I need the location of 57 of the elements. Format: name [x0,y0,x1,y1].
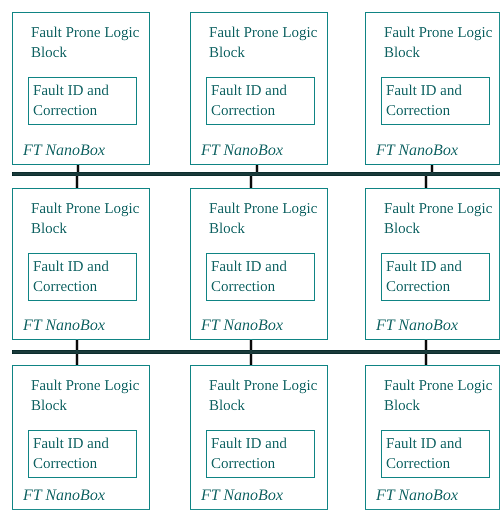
box-label: Fault ID and Correction [211,82,288,121]
process-box [206,253,315,301]
module-box [12,365,150,510]
process-box [28,253,137,301]
connector-line [424,176,428,188]
module-box [365,12,500,165]
process-box [381,253,490,301]
box-label: Fault ID and Correction [33,82,110,121]
box-label: Fault ID and Correction [386,258,463,297]
module-name: FT NanoBox [201,487,283,505]
block-heading: Fault Prone Logic Block [209,200,318,239]
module-name: FT NanoBox [23,142,105,160]
process-box [206,430,315,478]
module-name: FT NanoBox [201,142,283,160]
block-heading: Fault Prone Logic Block [384,200,494,239]
box-label: Fault ID and Correction [33,435,110,474]
connector-line [76,340,78,350]
module-box [12,188,150,340]
block-heading: Fault Prone Logic Block [384,24,494,63]
module-name: FT NanoBox [201,317,283,335]
connector-line [256,165,258,172]
process-box [381,430,490,478]
module-name: FT NanoBox [23,487,105,505]
block-heading: Fault Prone Logic Block [209,377,318,416]
box-label: Fault ID and Correction [211,435,288,474]
module-box [365,188,500,340]
module-name: FT NanoBox [376,142,458,160]
connector-line [76,165,80,172]
box-label: Fault ID and Correction [386,82,463,121]
box-label: Fault ID and Correction [386,435,463,474]
process-box [206,77,315,125]
module-box [365,365,500,510]
connector-line [250,340,252,350]
connector-line [250,176,252,188]
process-box [28,77,137,125]
connector-line [250,354,252,365]
connector-line [76,176,78,188]
module-box [190,12,328,165]
block-heading: Fault Prone Logic Block [31,377,140,416]
module-name: FT NanoBox [376,487,458,505]
process-box [381,77,490,125]
block-heading: Fault Prone Logic Block [31,24,140,63]
block-heading: Fault Prone Logic Block [209,24,318,63]
box-label: Fault ID and Correction [211,258,288,297]
module-name: FT NanoBox [376,317,458,335]
module-box [12,12,150,165]
block-heading: Fault Prone Logic Block [31,200,140,239]
module-box [190,365,328,510]
process-box [28,430,137,478]
box-label: Fault ID and Correction [33,258,110,297]
module-box [190,188,328,340]
module-name: FT NanoBox [23,317,105,335]
block-heading: Fault Prone Logic Block [384,377,494,416]
connector-line [76,354,78,365]
connector-line [424,354,428,365]
connector-line [430,165,434,172]
connector-line [424,340,428,350]
